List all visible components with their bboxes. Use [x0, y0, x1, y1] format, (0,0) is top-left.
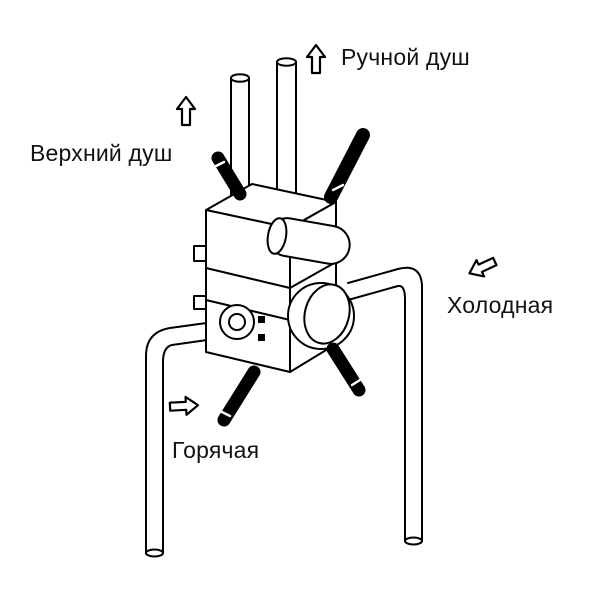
cold-inlet-pipe — [347, 266, 423, 546]
lever-top-right — [324, 128, 370, 204]
hand-shower-pipe — [276, 57, 297, 197]
hand-shower-arrow-icon — [305, 43, 327, 75]
flow-arrows — [168, 43, 498, 416]
left-inlet-port — [219, 304, 255, 340]
label-hand-shower: Ручной душ — [341, 44, 470, 70]
fastener-screws — [258, 316, 265, 341]
label-hot-water: Горячая — [172, 437, 260, 463]
hot-water-arrow-icon — [168, 395, 200, 416]
diverter-cartridge — [266, 217, 351, 265]
cold-water-arrow-icon — [468, 256, 498, 278]
label-cold-water: Холодная — [447, 292, 554, 318]
overhead-shower-arrow-icon — [175, 95, 197, 127]
hot-inlet-pipe — [145, 320, 222, 558]
label-overhead-shower: Верхний душ — [30, 140, 173, 166]
lever-highlights — [214, 160, 362, 418]
lever-bottom-left — [217, 365, 261, 427]
right-outlet-port — [287, 282, 355, 350]
